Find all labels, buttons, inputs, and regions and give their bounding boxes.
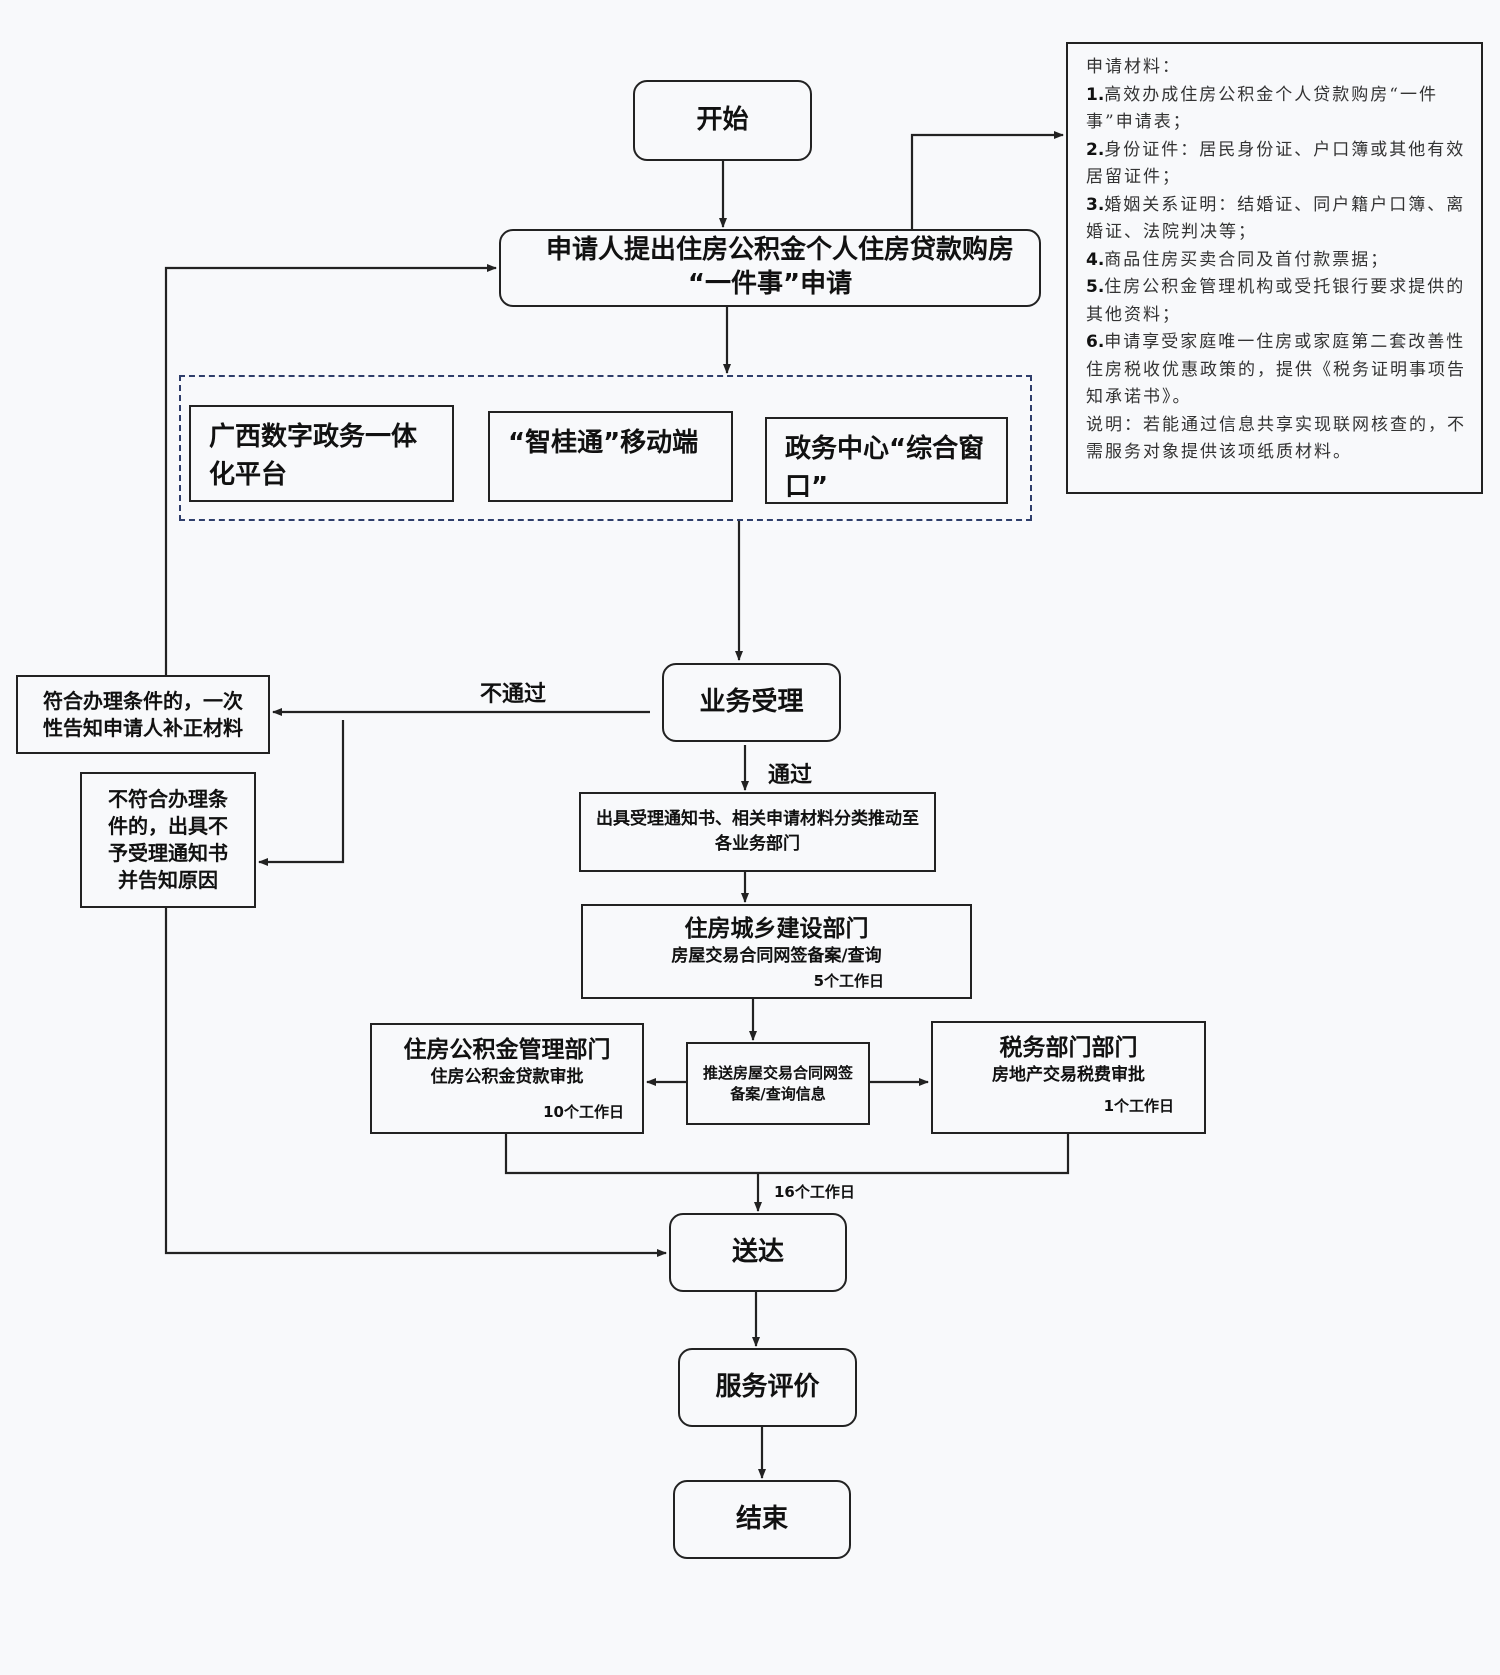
tax-dept-node: 税务部门部门 房地产交易税费审批 1个工作日 [931,1021,1206,1134]
arrow-apply-to-materials [910,131,1064,229]
end-label: 结束 [735,1503,788,1534]
materials-item: 5.住房公积金管理机构或受托银行要求提供的其他资料； [1086,277,1466,325]
materials-item: 6.申请享受家庭唯一住房或家庭第二套改善性住房税收优惠政策的，提供《税务证明事项… [1086,332,1466,407]
housing-dept-title: 住房城乡建设部门 [684,916,869,942]
tax-dept-subtitle: 房地产交易税费审批 [992,1065,1145,1086]
channel-service-window: 政务中心“综合窗口” [765,417,1008,504]
total-days-label: 16个工作日 [774,1183,855,1201]
deliver-node: 送达 [669,1213,847,1292]
channels-group [179,375,1032,521]
channel-zhiguitong-app: “智桂通”移动端 [488,411,733,502]
accept-label: 业务受理 [699,686,804,717]
fund-dept-subtitle: 住房公积金贷款审批 [430,1067,584,1088]
push-info-label: 推送房屋交易合同网签备案/查询信息 [702,1063,853,1103]
end-node: 结束 [673,1480,851,1559]
reject-label: 不符合办理条件的，出具不予受理通知书并告知原因 [108,787,228,892]
channel-guangxi-platform: 广西数字政务一体化平台 [189,405,454,502]
materials-item: 1.高效办成住房公积金个人贷款购房“一件事”申请表； [1086,84,1438,133]
tax-dept-days: 1个工作日 [1103,1097,1174,1115]
deliver-label: 送达 [731,1236,784,1267]
materials-item: 4.商品住房买卖合同及首付款票据； [1086,249,1390,270]
supplement-label: 符合办理条件的，一次性告知申请人补正材料 [43,688,243,740]
evaluate-label: 服务评价 [715,1371,820,1402]
start-label: 开始 [696,104,749,135]
apply-node: 申请人提出住房公积金个人住房贷款购房 “一件事”申请 [499,229,1041,307]
fund-dept-days: 10个工作日 [543,1103,624,1121]
materials-item: 3.婚姻关系证明：结婚证、同户籍户口簿、离婚证、法院判决等； [1086,194,1466,243]
notice-node: 出具受理通知书、相关申请材料分类推动至各业务部门 [579,792,936,872]
start-node: 开始 [633,80,812,161]
tax-dept-title: 税务部门部门 [999,1035,1138,1061]
fund-dept-node: 住房公积金管理部门 住房公积金贷款审批 10个工作日 [370,1023,644,1134]
push-info-node: 推送房屋交易合同网签备案/查询信息 [686,1042,870,1125]
fail-edge-label: 不通过 [480,682,547,707]
materials-item: 2.身份证件：居民身份证、户口簿或其他有效居留证件； [1086,139,1466,188]
accept-node: 业务受理 [662,663,841,742]
housing-dept-node: 住房城乡建设部门 房屋交易合同网签备案/查询 5个工作日 [581,904,972,999]
pass-edge-label: 通过 [768,763,813,788]
apply-label-line1: 申请人提出住房公积金个人住房贷款购房 [545,235,1014,266]
materials-note: 申请材料： 1.高效办成住房公积金个人贷款购房“一件事”申请表； 2.身份证件：… [1066,42,1483,494]
housing-dept-subtitle: 房屋交易合同网签备案/查询 [671,946,882,967]
arrow-fail-to-reject [258,720,345,866]
materials-title: 申请材料： [1086,57,1181,77]
apply-label-line2: “一件事”申请 [687,269,853,299]
connector-fund-tax-merge [504,1134,1070,1175]
notice-label: 出具受理通知书、相关申请材料分类推动至各业务部门 [596,809,919,854]
materials-remark: 说明：若能通过信息共享实现联网核查的，不需服务对象提供该项纸质材料。 [1086,414,1466,463]
evaluate-node: 服务评价 [678,1348,857,1427]
reject-node: 不符合办理条件的，出具不予受理通知书并告知原因 [80,772,256,908]
fund-dept-title: 住房公积金管理部门 [403,1037,611,1063]
housing-dept-days: 5个工作日 [813,972,884,990]
supplement-node: 符合办理条件的，一次性告知申请人补正材料 [16,675,270,754]
